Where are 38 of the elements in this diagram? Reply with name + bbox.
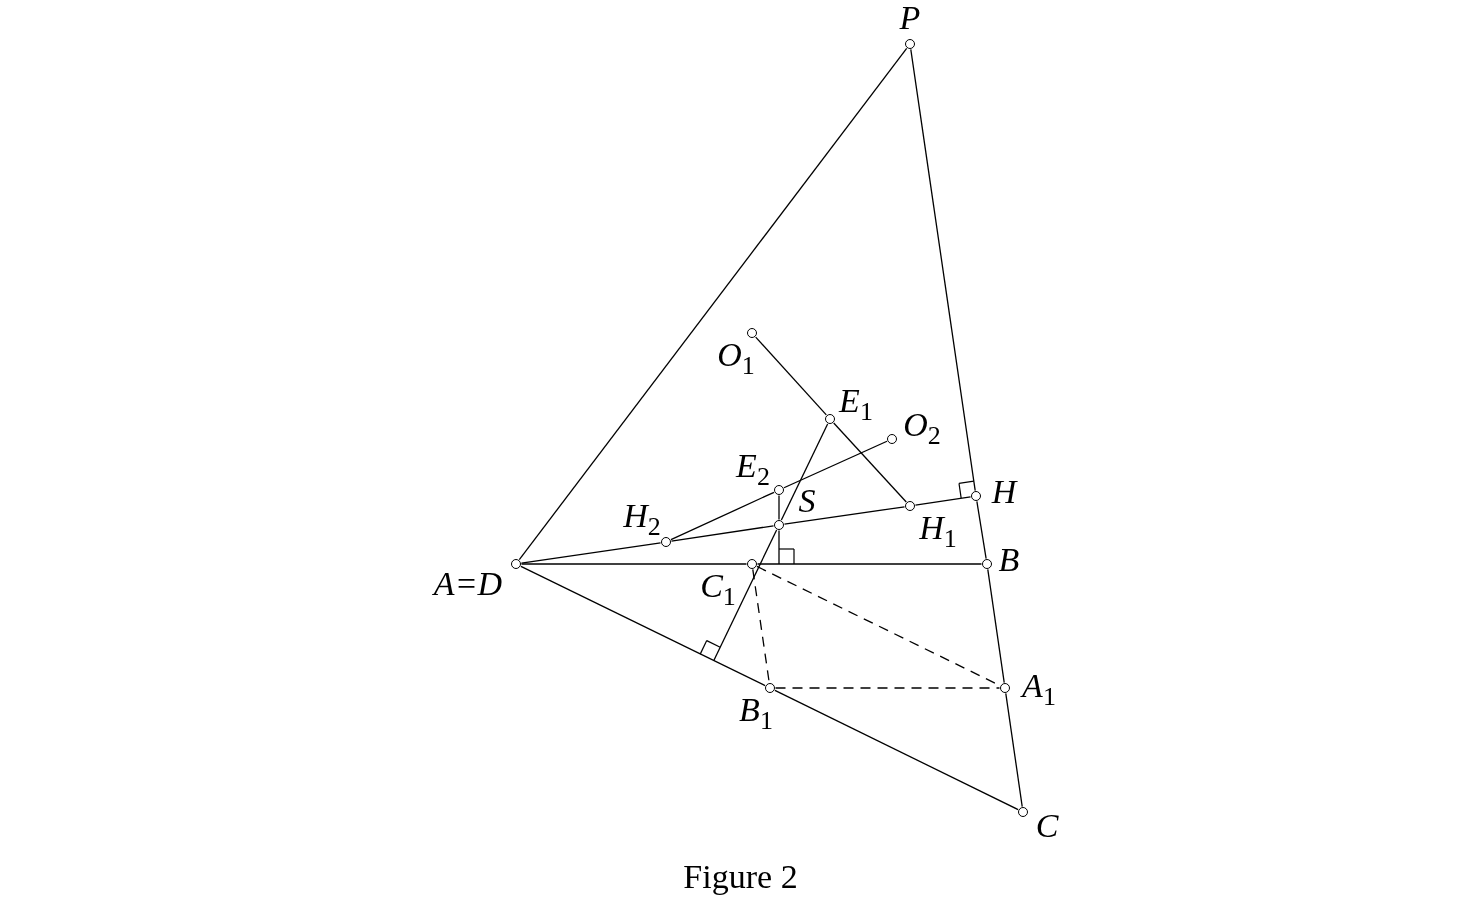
- line-segment: [910, 48, 976, 492]
- point-label: A=D: [433, 567, 503, 601]
- point-label: H$_{2}$: [623, 499, 661, 533]
- figure-caption: Figure 2: [683, 858, 798, 895]
- line-segment: [1005, 692, 1023, 808]
- line-segment: [670, 525, 775, 542]
- point-label: C: [1035, 809, 1059, 843]
- line-segment: [755, 336, 827, 416]
- line-segment: [783, 440, 888, 489]
- line-segment: [518, 47, 908, 561]
- line-segment: [756, 563, 983, 565]
- line-segment: [778, 494, 780, 521]
- point-label: H: [991, 475, 1017, 509]
- point-label: O$_{1}$: [717, 338, 755, 372]
- line-segment: [774, 689, 1019, 811]
- point-label: H$_{1}$: [919, 511, 957, 545]
- line-segment: [976, 500, 987, 560]
- line-segment: [780, 423, 829, 521]
- point-label: E$_{1}$: [839, 384, 873, 418]
- line-segment: [833, 422, 907, 503]
- point-label: O$_{2}$: [903, 408, 941, 442]
- point-label: P: [899, 1, 921, 35]
- point-label: B: [998, 543, 1020, 577]
- line-segment: [778, 529, 780, 565]
- line-segment: [520, 565, 766, 687]
- line-segment: [914, 496, 972, 506]
- line-segment: [520, 563, 748, 565]
- point-label: C$_{1}$: [700, 569, 736, 603]
- line-segment: [987, 568, 1005, 684]
- dashed-line: [774, 687, 1001, 689]
- line-segment: [520, 542, 662, 564]
- line-segment: [783, 506, 906, 525]
- point-label: S: [798, 484, 816, 518]
- point-label: B$_{1}$: [739, 693, 773, 727]
- line-segment: [713, 529, 778, 662]
- line-segment: [670, 491, 775, 541]
- point-label: A$_{1}$: [1022, 669, 1056, 703]
- point-label: E$_{2}$: [736, 449, 770, 483]
